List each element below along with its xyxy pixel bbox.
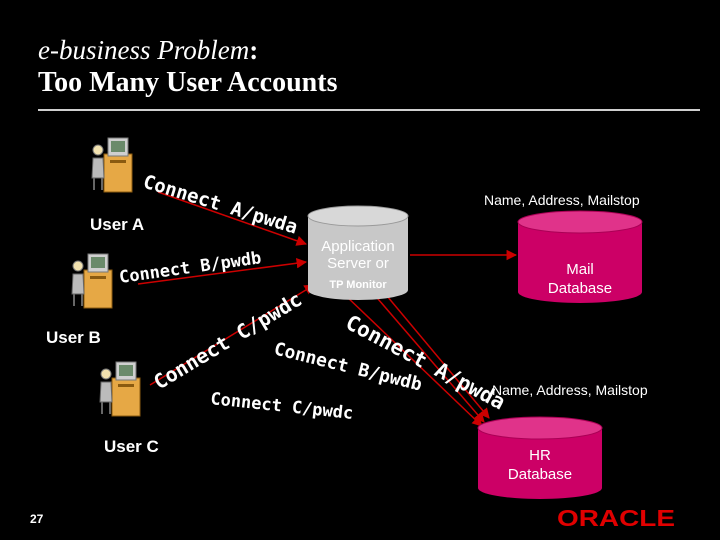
title-divider xyxy=(38,109,700,111)
title-italic-text: e-business Problem xyxy=(38,35,250,65)
user-c-workstation-icon xyxy=(99,361,141,417)
arrow-user-c-to-server xyxy=(149,284,315,386)
app-server-line-1: Application xyxy=(321,238,395,255)
application-server-cylinder xyxy=(307,205,409,300)
arrow-server-to-hr-db-b xyxy=(371,291,485,423)
title-line-1: e-business Problem: xyxy=(38,34,698,66)
mail-db-caption: Name, Address, Mailstop xyxy=(484,192,640,208)
app-server-line-3: TP Monitor xyxy=(329,279,387,291)
mail-db-line-1: Mail xyxy=(566,261,594,278)
oracle-logo-text: ORACLE xyxy=(557,505,675,531)
page-number: 27 xyxy=(30,512,44,526)
hr-db-line-2: Database xyxy=(507,466,573,483)
oracle-logo: ORACLE xyxy=(557,505,675,531)
mail-db-label: Mail Database xyxy=(518,260,642,298)
arrow-user-b-to-server xyxy=(137,258,308,285)
hr-db-label: HR Database xyxy=(478,446,602,484)
slide-title: e-business Problem: Too Many User Accoun… xyxy=(38,34,698,100)
hr-db-caption: Name, Address, Mailstop xyxy=(492,382,648,398)
app-server-line-2: Server or xyxy=(327,255,389,272)
arrow-server-to-hr-db-a xyxy=(381,289,490,419)
title-colon: : xyxy=(249,35,259,65)
user-b-label: User B xyxy=(46,328,101,347)
mail-db-line-2: Database xyxy=(547,280,613,297)
app-server-label: Application Server or TP Monitor xyxy=(308,238,408,294)
user-c-label: User C xyxy=(104,437,159,456)
hr-database-cylinder xyxy=(477,416,603,499)
connect-a-label-left: Connect A/pwda xyxy=(141,171,301,239)
title-line-2: Too Many User Accounts xyxy=(38,67,338,98)
hr-db-line-1: HR xyxy=(529,447,551,464)
user-b-workstation-icon xyxy=(71,253,113,309)
user-a-workstation-icon xyxy=(91,137,133,193)
user-a-label: User A xyxy=(90,215,145,234)
connect-b-label-left: Connect B/pwdb xyxy=(118,248,263,288)
mail-database-cylinder xyxy=(517,210,643,303)
connect-c-label-right: Connect C/pwdc xyxy=(209,389,354,424)
arrow-user-a-to-server xyxy=(157,191,307,246)
arrow-server-to-hr-db-c xyxy=(343,293,483,427)
